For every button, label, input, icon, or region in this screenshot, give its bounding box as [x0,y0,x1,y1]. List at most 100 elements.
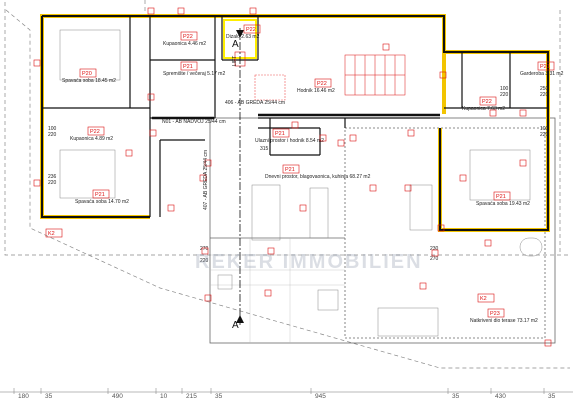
small-dimension: 236 [48,174,57,180]
finish-tag-box [537,61,555,71]
annotation-marker [204,294,212,302]
finish-tag-kupaonica2: P22 [90,129,100,135]
small-dimension: 100 [540,126,549,132]
stairs [344,54,406,96]
bed-1 [59,29,121,81]
finish-tag-dizalo: P22 [246,27,256,33]
room-label-spremiste: Spremište / večeraj 5.17 m2 [163,71,225,77]
furniture [59,29,543,337]
kitchen-island [309,187,329,239]
annotation-marker [419,282,427,290]
annotation-marker [291,121,299,129]
planter [217,274,233,290]
annotation-marker [349,134,357,142]
finish-tag-dnevni: P21 [285,167,295,173]
room-label-kupaonica1: Kupaonica 4.46 m2 [163,41,206,47]
annotation-marker [267,247,275,255]
lift-arrow-label: LIFT [232,56,238,66]
zone-tag: K2 [48,231,55,237]
corridor-zone [254,74,286,101]
finish-tag-kupaonica3: P22 [482,99,492,105]
finish-tag-box [92,189,110,199]
annotation-marker [439,71,447,79]
small-dimension: 220 [540,92,549,98]
annotation-marker [299,204,307,212]
room-label-dizalo: Dizalo 2.63 m2 [226,34,260,40]
finish-tag-spavaca1: P20 [82,71,92,77]
room-label-spavaca1: Spavaća soba 18.45 m2 [62,78,116,84]
annotation-marker [369,184,377,192]
dining-table [251,184,281,241]
exterior-walls [40,14,550,232]
annotation-marker [147,7,155,15]
zone-tag-box [477,293,495,303]
small-dimension: 270 [200,246,209,252]
pergola-grid [210,238,345,343]
beam-label-greda2: 407 - AB GREDA 25/44 cm [203,150,209,210]
annotation-marker [199,174,207,182]
dimension-value: 35 [215,393,223,400]
finish-tag-box [272,128,290,138]
finish-tag-hodnik: P22 [317,81,327,87]
room-label-hodnik: Hodnik 16.46 m2 [297,88,335,94]
dimension-value: 35 [548,393,556,400]
interior-walls [42,16,548,217]
frame-note: 315 [260,146,269,152]
small-dimension: 100 [48,126,57,132]
annotation-marker [177,7,185,15]
finish-tag-box [180,61,198,71]
annotation-marker [437,224,445,232]
annotation-marker [201,247,209,255]
watermark: REKER IMMOBILIEN [195,251,423,273]
annotation-marker [337,139,345,147]
dimension-value: 945 [315,393,326,400]
beam-label-greda1: 406 - AB GREDA 25/44 cm [225,100,285,106]
small-dimension: 100 [500,86,509,92]
garden-shrub [519,237,543,257]
finish-tag-box [493,191,511,201]
small-dimension: 270 [430,256,439,262]
small-dimension: 220 [200,258,209,264]
annotation-marker [249,7,257,15]
room-label-garderoba: Garderoba 3.31 m2 [520,71,564,77]
finish-tag-kupaonica1: P22 [183,34,193,40]
finish-tag-spavaca2: P21 [95,192,105,198]
annotation-marker [459,174,467,182]
dimension-value: 35 [45,393,53,400]
small-dimension: 220 [48,132,57,138]
annotation-marker [431,249,439,257]
annotation-marker [125,149,133,157]
annotation-marker [382,43,390,51]
zone-tag-box [45,228,63,238]
dimension-value: 215 [186,393,197,400]
bed-3 [469,149,531,201]
dimension-value: 430 [495,393,506,400]
dimension-value: 10 [160,393,168,400]
annotation-marker [204,159,212,167]
small-dimension: 230 [430,246,439,252]
dimension-value: 180 [18,393,29,400]
room-label-ulazni: Ulazni prostor i hodnik 8.54 m2 [255,138,324,144]
finish-tag-box [479,96,497,106]
room-label-spavaca2: Spavaća soba 14.70 m2 [75,199,129,205]
finish-tag-spavaca3: P21 [496,194,506,200]
annotation-marker [484,239,492,247]
zone-tag: K2 [480,296,487,302]
room-label-spavaca3: Spavaća soba 19.43 m2 [476,201,530,207]
finish-tag-box [87,126,105,136]
terrace-table [377,307,439,337]
room-label-dnevni: Dnevni prostor, blagovaonica, kuhinja 68… [265,174,371,180]
annotation-marker [33,179,41,187]
section-label-bottom: A [232,320,239,331]
room-label-kupaonica2: Kupaonica 4.89 m2 [70,136,113,142]
small-dimension: 220 [500,92,509,98]
finish-tag-box [79,68,97,78]
finish-tag-box [243,24,261,34]
annotation-marker [489,109,497,117]
dimension-value: 35 [452,393,460,400]
finish-tag-garderoba: P21 [540,64,550,70]
annotation-marker [319,134,327,142]
